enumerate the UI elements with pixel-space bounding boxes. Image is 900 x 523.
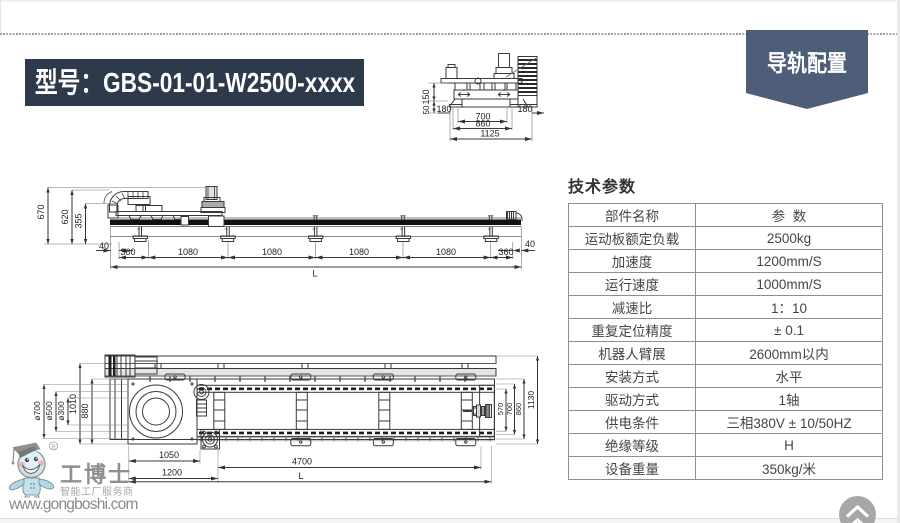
svg-text:1130: 1130 xyxy=(526,391,536,410)
svg-text:360: 360 xyxy=(498,247,513,257)
svg-text:355: 355 xyxy=(74,213,84,228)
svg-text:1050: 1050 xyxy=(159,450,179,460)
svg-text:570: 570 xyxy=(496,403,505,416)
svg-text:1080: 1080 xyxy=(262,247,282,257)
svg-text:1080: 1080 xyxy=(178,247,198,257)
svg-text:180: 180 xyxy=(517,104,532,114)
svg-text:L: L xyxy=(312,269,317,279)
svg-text:670: 670 xyxy=(36,204,46,219)
svg-text:700: 700 xyxy=(475,112,490,122)
svg-text:R: R xyxy=(51,445,56,451)
svg-text:4700: 4700 xyxy=(292,457,312,467)
svg-text:1125: 1125 xyxy=(480,129,499,139)
svg-text:700: 700 xyxy=(505,403,514,416)
svg-text:ø700: ø700 xyxy=(32,401,42,421)
svg-text:620: 620 xyxy=(60,209,70,224)
svg-text:L: L xyxy=(298,471,303,481)
svg-text:ø500: ø500 xyxy=(44,401,54,421)
svg-text:ø300: ø300 xyxy=(56,401,66,421)
svg-text:1080: 1080 xyxy=(349,247,369,257)
svg-text:1010: 1010 xyxy=(68,394,78,414)
svg-text:40: 40 xyxy=(525,239,535,249)
svg-text:150: 150 xyxy=(421,89,431,104)
svg-text:860: 860 xyxy=(514,403,523,416)
svg-text:860: 860 xyxy=(475,119,490,129)
svg-text:50: 50 xyxy=(422,105,431,114)
svg-text:1200: 1200 xyxy=(162,468,182,478)
svg-text:880: 880 xyxy=(80,403,90,418)
svg-text:导轨配置: 导轨配置 xyxy=(767,50,847,76)
svg-text:360: 360 xyxy=(120,247,135,257)
svg-text:40: 40 xyxy=(99,241,109,251)
svg-text:180: 180 xyxy=(436,104,451,114)
svg-text:1080: 1080 xyxy=(436,247,456,257)
